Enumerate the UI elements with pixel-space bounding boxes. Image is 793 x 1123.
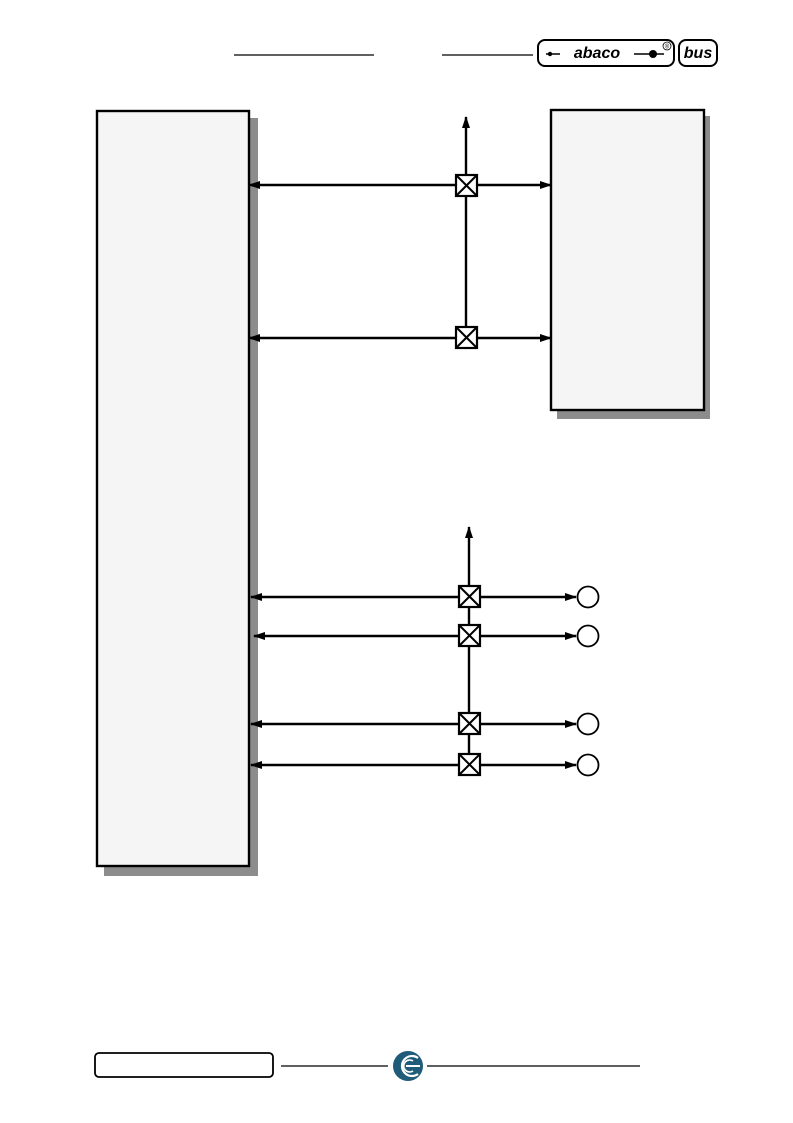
junction-switch-icon [457, 752, 482, 777]
output-circle-2 [576, 624, 600, 648]
logo-dot-right [649, 50, 657, 58]
output-circle-4 [576, 753, 600, 777]
header: abaco ® bus [234, 39, 718, 67]
junction-switch-icon [454, 173, 479, 198]
left-block-box [95, 109, 251, 868]
output-circle-1 [576, 585, 600, 609]
junction-switch-icon [454, 325, 479, 350]
junction-switch-icon [457, 623, 482, 648]
junction-switch-icon [457, 711, 482, 736]
logo-suffix-text: bus [684, 45, 713, 62]
left-block [95, 109, 258, 876]
junction-switch-icon [457, 584, 482, 609]
right-block-box [549, 108, 706, 412]
registered-mark: ® [665, 44, 670, 51]
footer [94, 1051, 640, 1081]
output-circle-3 [576, 712, 600, 736]
right-block [549, 108, 710, 419]
lower-bus-group [250, 526, 600, 777]
upper-bus-group [248, 116, 552, 350]
abaco-bus-logo: abaco ® bus [537, 39, 718, 67]
logo-brand-text: abaco [574, 45, 620, 62]
logo-dot-left [547, 51, 553, 57]
registered-icon [662, 41, 672, 51]
footer-label-box [94, 1052, 274, 1078]
grifo-emblem-icon [393, 1051, 423, 1081]
logo-suffix-box [678, 39, 718, 67]
